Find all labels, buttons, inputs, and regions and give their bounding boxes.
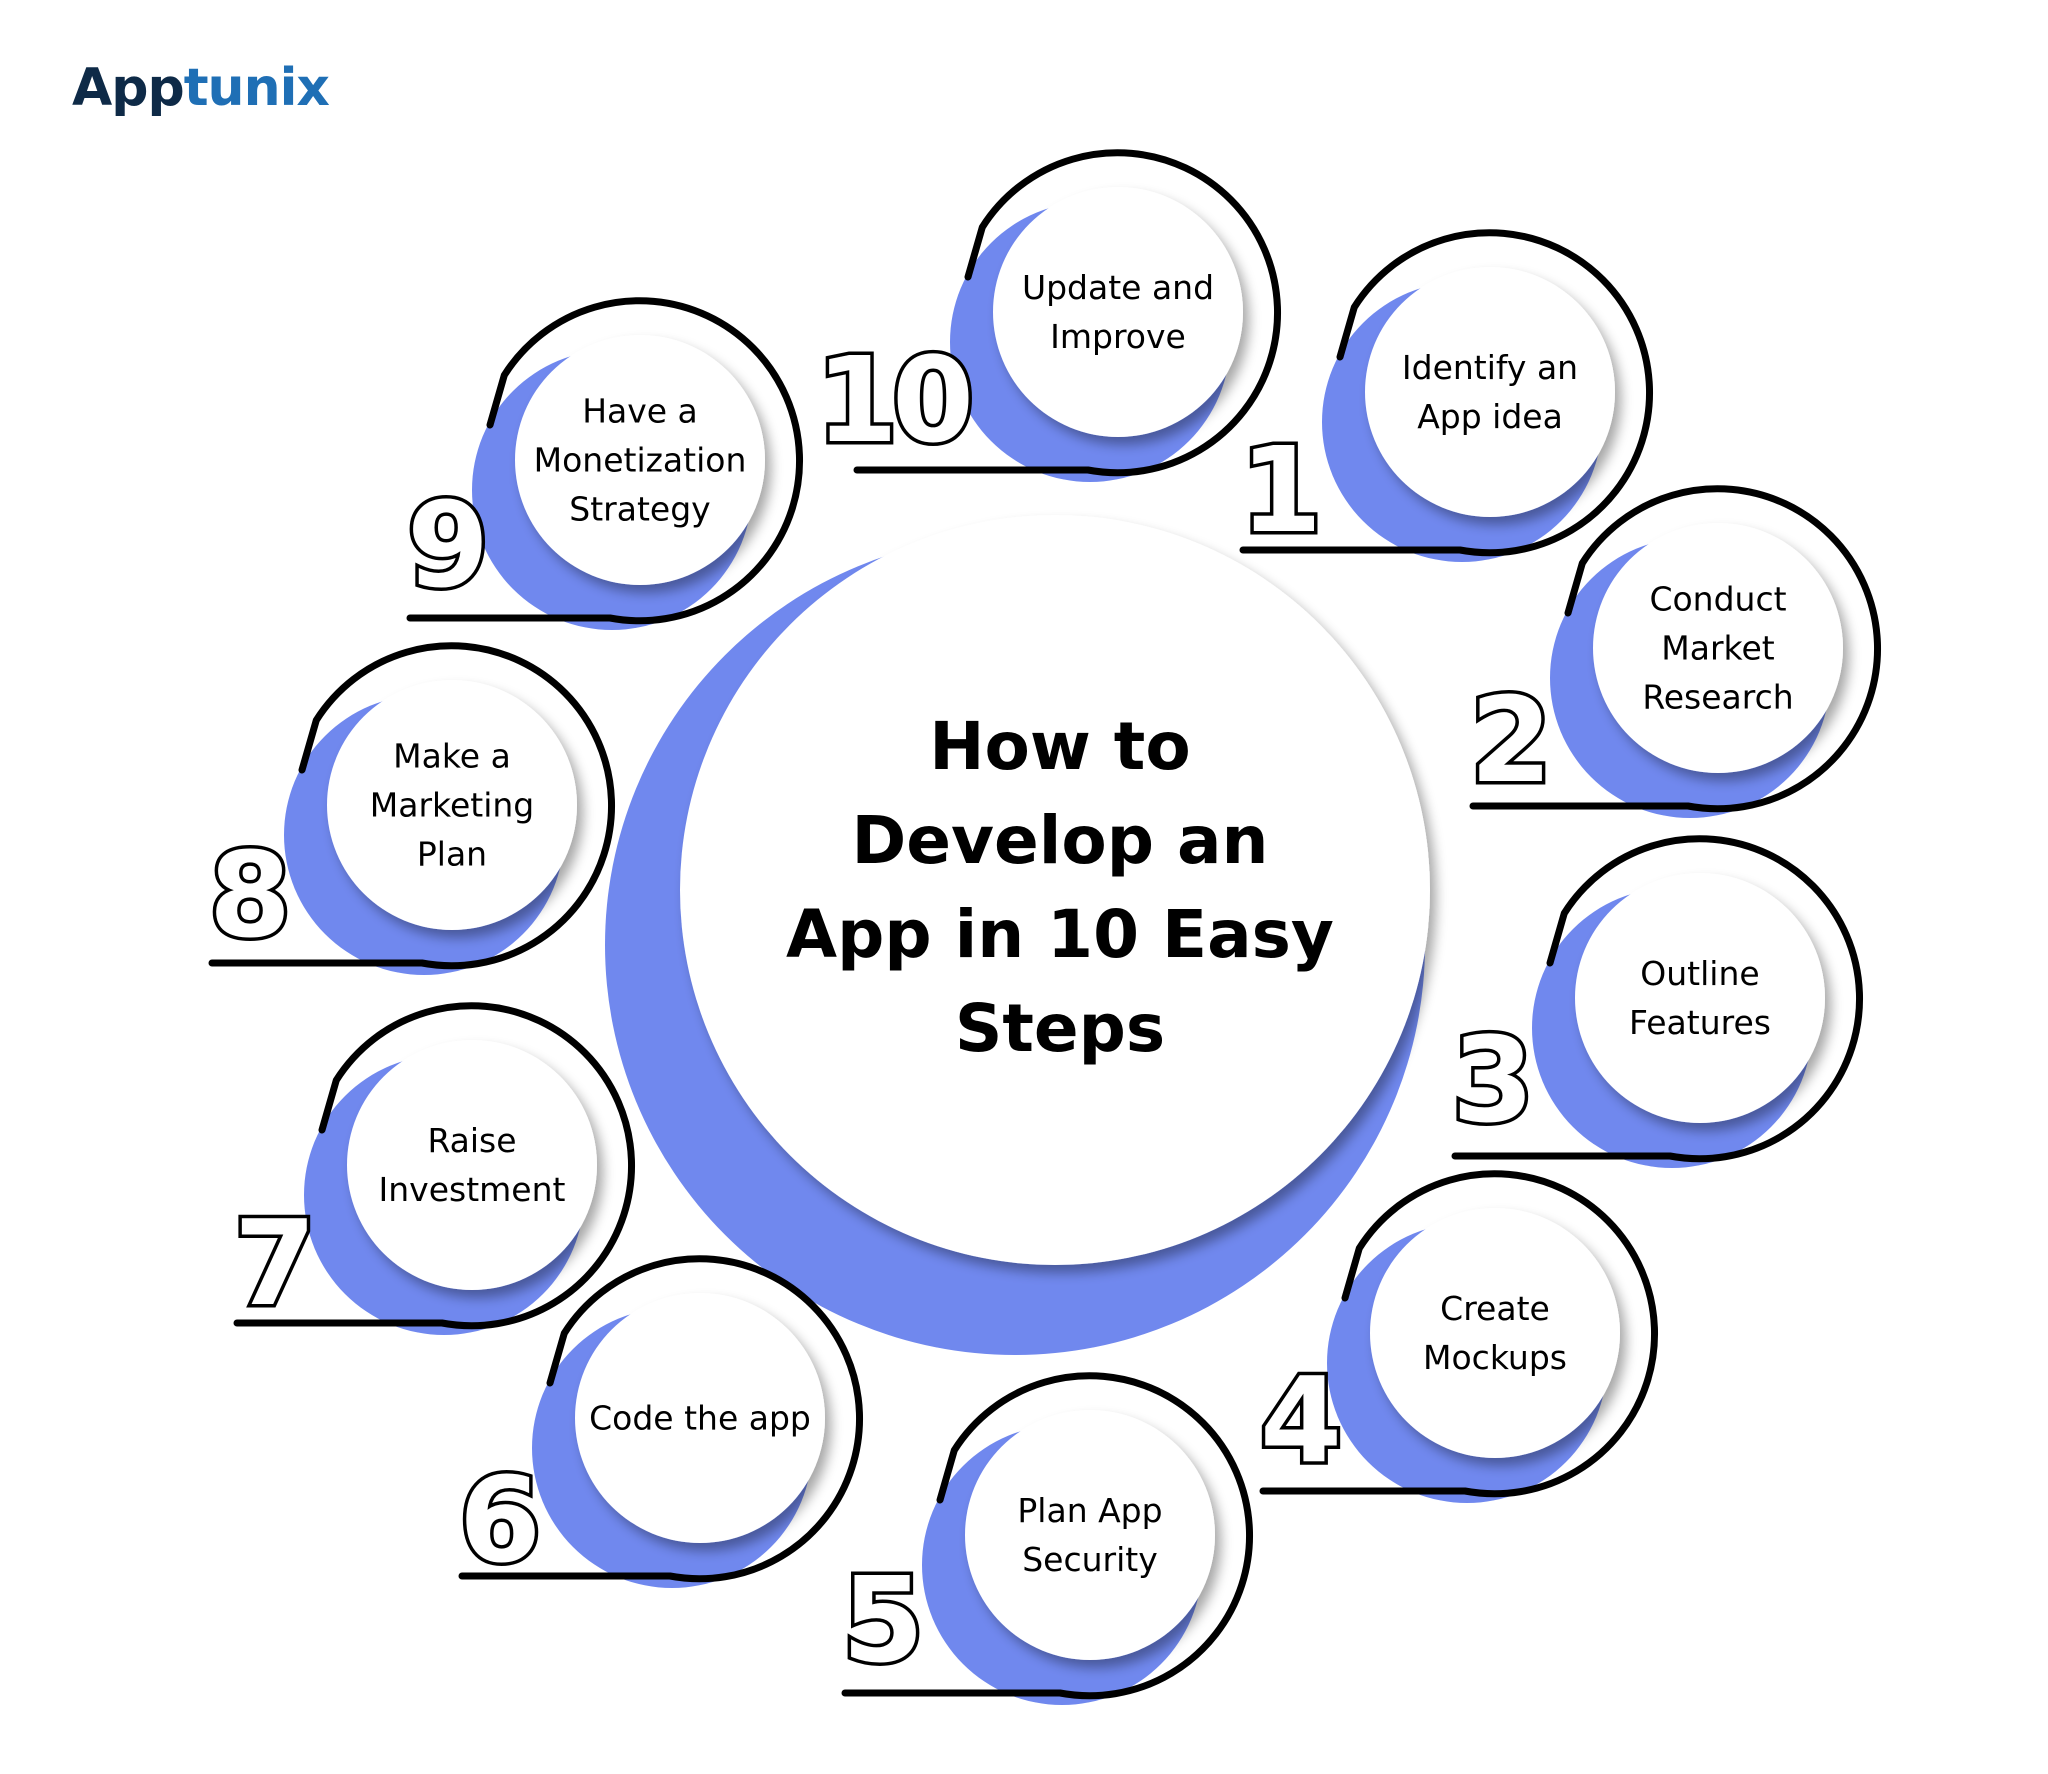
apptunix-logo: Apptunix (72, 62, 330, 114)
step-number: 6 (455, 1451, 544, 1589)
step-number: 1 (1236, 421, 1325, 559)
step-outline (1451, 835, 1864, 1163)
step-outline (1239, 229, 1654, 557)
step-disc (515, 335, 765, 585)
step-2 (1469, 485, 1882, 818)
step-outline (1469, 485, 1882, 813)
step-number: 8 (205, 826, 294, 964)
step-number: 5 (838, 1551, 927, 1689)
step-outline (406, 297, 804, 625)
step-outline (208, 642, 616, 970)
step-3 (1451, 835, 1864, 1168)
step-label: Have a Monetization Strategy (533, 391, 747, 529)
step-label: Make a Marketing Plan (369, 736, 535, 874)
step-9 (406, 297, 804, 630)
step-number: 3 (1448, 1011, 1537, 1149)
step-disc (965, 1410, 1215, 1660)
step-8 (208, 642, 616, 975)
logo-text-app: App (72, 58, 185, 118)
step-disc (1575, 873, 1825, 1123)
step-outline (233, 1002, 636, 1330)
step-outline (853, 149, 1282, 477)
step-6 (458, 1255, 864, 1588)
center-hub (605, 515, 1430, 1355)
step-number: 2 (1466, 671, 1555, 809)
center-title: How to Develop an App in 10 Easy Steps (786, 708, 1334, 1067)
step-disc (1593, 523, 1843, 773)
step-label: Update and Improve (1021, 268, 1215, 356)
step-circles (208, 149, 1882, 1705)
step-number: 10 (812, 331, 977, 469)
step-label: Plan App Security (1017, 1491, 1163, 1579)
center-hub-disc (680, 515, 1430, 1265)
step-outline (458, 1255, 864, 1583)
step-label: Code the app (589, 1398, 811, 1438)
step-10 (853, 149, 1282, 482)
step-number: 7 (230, 1194, 319, 1332)
step-label: Conduct Market Research (1642, 579, 1794, 717)
step-label: Create Mockups (1423, 1289, 1567, 1377)
step-label: Identify an App idea (1401, 348, 1579, 436)
step-number: 4 (1256, 1351, 1345, 1489)
step-4 (1259, 1170, 1659, 1503)
step-disc (1370, 1208, 1620, 1458)
step-label: Raise Investment (378, 1121, 566, 1209)
step-label: Outline Features (1629, 954, 1771, 1042)
step-outline (841, 1372, 1254, 1700)
step-disc (993, 187, 1243, 437)
step-outline (1259, 1170, 1659, 1498)
step-disc (1365, 267, 1615, 517)
step-number: 9 (403, 476, 492, 614)
step-7 (233, 1002, 636, 1335)
logo-text-tunix: tunix (183, 58, 330, 118)
step-disc (347, 1040, 597, 1290)
step-disc (575, 1293, 825, 1543)
step-1 (1239, 229, 1654, 562)
step-5 (841, 1372, 1254, 1705)
step-disc (327, 680, 577, 930)
